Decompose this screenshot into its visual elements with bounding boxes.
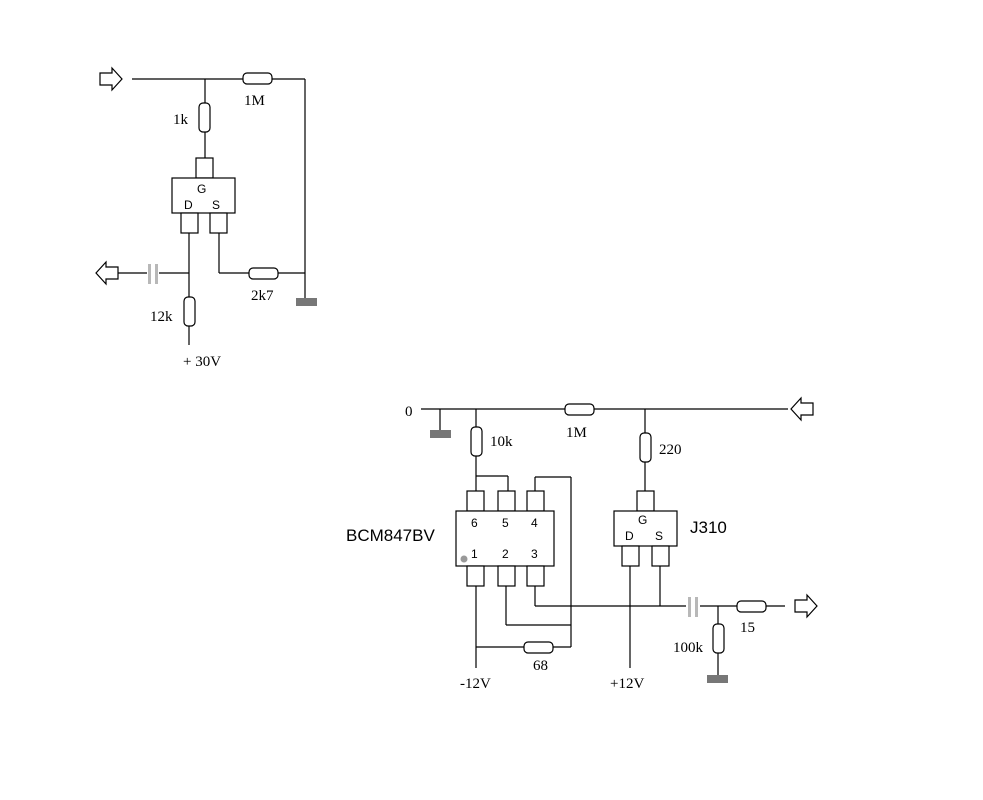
top-label-1m: 1M — [244, 93, 265, 109]
top-resistor-1m — [242, 72, 273, 85]
top-jfet-body — [171, 177, 236, 214]
top-resistor-12k — [183, 296, 196, 327]
bottom-jfet-body — [613, 510, 678, 547]
bottom-output-arrow-icon — [794, 593, 818, 619]
bottom-ic-name: BCM847BV — [346, 526, 435, 545]
bottom-jfet-source-label: S — [655, 529, 663, 543]
bottom-label-1m: 1M — [566, 425, 587, 441]
bottom-ic-body — [455, 510, 555, 567]
bottom-ic-pin1: 1 — [471, 547, 478, 561]
top-ground-symbol — [296, 298, 317, 306]
bottom-resistor-220 — [639, 432, 652, 463]
bottom-resistor-68 — [523, 641, 554, 654]
bottom-input-arrow-icon — [790, 396, 814, 422]
bottom-ic-pin6: 6 — [471, 516, 478, 530]
bottom-resistor-15 — [736, 600, 767, 613]
bottom-ground-left — [430, 430, 451, 438]
top-capacitor — [148, 264, 151, 284]
top-label-12k: 12k — [150, 309, 173, 325]
bottom-capacitor — [688, 597, 691, 617]
top-jfet-source-label: S — [212, 198, 220, 212]
bottom-label-15: 15 — [740, 620, 755, 636]
top-jfet-drain-label: D — [184, 198, 193, 212]
top-input-arrow-icon — [99, 66, 123, 92]
bottom-label-68: 68 — [533, 658, 548, 674]
bottom-ic-pin2: 2 — [502, 547, 509, 561]
bottom-ic-pin3: 3 — [531, 547, 538, 561]
bottom-jfet-gate-label: G — [638, 513, 647, 527]
bottom-label-pos-supply: +12V — [610, 676, 644, 692]
top-output-arrow-icon — [95, 260, 119, 286]
bottom-resistor-100k — [712, 623, 725, 654]
top-label-2k7: 2k7 — [251, 288, 274, 304]
top-label-supply: + 30V — [183, 354, 221, 370]
bottom-jfet-drain-label: D — [625, 529, 634, 543]
bottom-jfet-name: J310 — [690, 518, 727, 537]
bottom-ic-pin4: 4 — [531, 516, 538, 530]
bottom-ic-pin1-dot — [460, 555, 468, 563]
bottom-ic-pin5: 5 — [502, 516, 509, 530]
top-resistor-1k — [198, 102, 211, 133]
bottom-label-neg-supply: -12V — [460, 676, 491, 692]
bottom-label-10k: 10k — [490, 434, 513, 450]
bottom-label-220: 220 — [659, 442, 682, 458]
top-resistor-2k7 — [248, 267, 279, 280]
bottom-ground-right — [707, 675, 728, 683]
top-jfet-gate-label: G — [197, 182, 206, 196]
top-label-1k: 1k — [173, 112, 189, 128]
bottom-label-100k: 100k — [673, 640, 704, 656]
bottom-circuit: 0 1M 10k 6 5 4 1 2 3 BCM847BV — [346, 396, 818, 692]
bottom-resistor-1m — [564, 403, 595, 416]
top-circuit: 1M 1k G D S 12k + 30V 2k7 — [95, 66, 317, 370]
bottom-label-zero: 0 — [405, 404, 413, 420]
bottom-resistor-10k — [470, 426, 483, 457]
